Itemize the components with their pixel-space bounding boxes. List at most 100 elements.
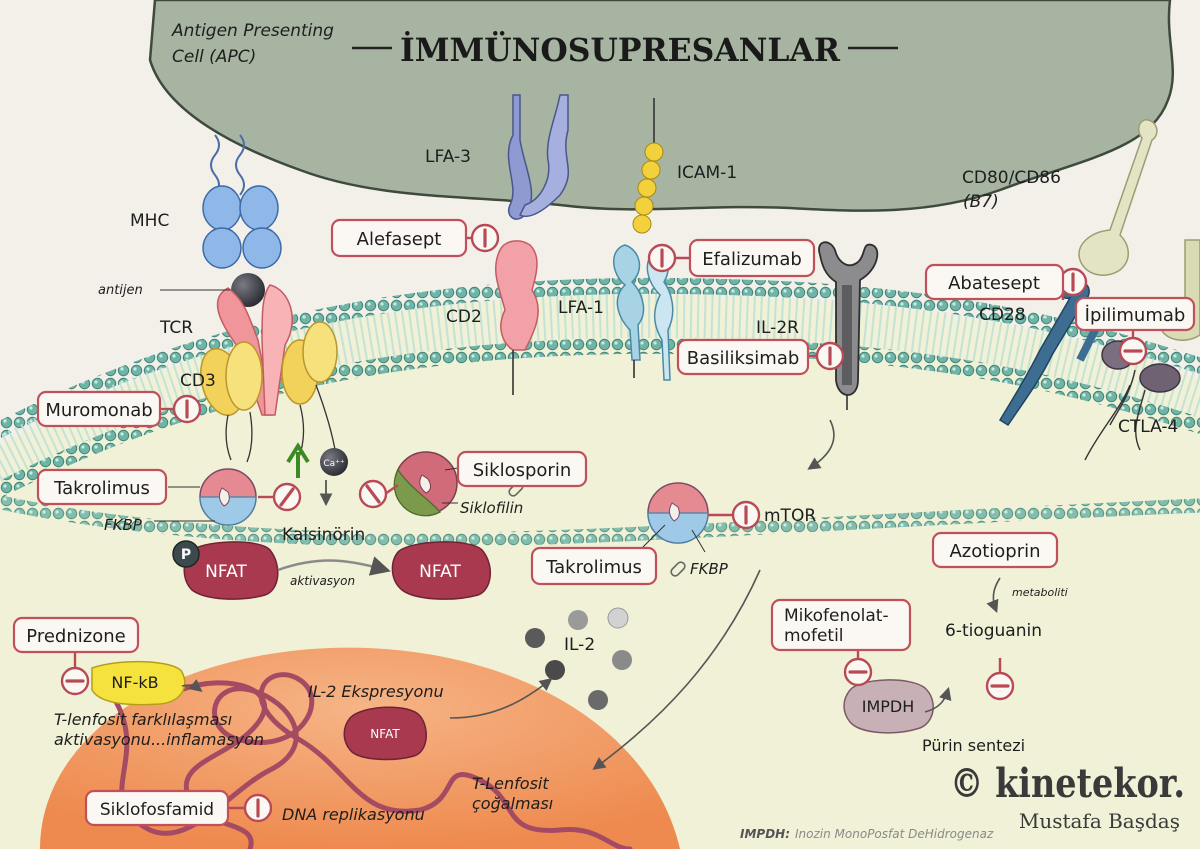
drug-ipilimumab: İpilimumab — [1085, 305, 1186, 326]
inhibitor-icon-ipilimumab — [1118, 336, 1148, 366]
inhibitor-icon-tioguanin — [985, 671, 1015, 701]
nfkb-arrow — [181, 679, 203, 692]
calcium-label: Ca⁺⁺ — [323, 459, 345, 469]
drug-takrolimus-2: Takrolimus — [545, 557, 642, 578]
drug-box-azotioprin — [931, 531, 1059, 569]
drug-box-prednizone — [12, 616, 140, 654]
phosphate-ball — [172, 540, 200, 568]
label-metaboliti: metaboliti — [1012, 586, 1068, 599]
siklosporin-complex — [393, 451, 458, 517]
label-purin: Pürin sentezi — [922, 736, 1025, 755]
label-tcell-diff-line2: aktivasyonu...inflamasyon — [54, 730, 264, 749]
lfa3-molecule — [507, 94, 570, 220]
footnote-text: Inozin MonoPosfat DeHidrogenaz — [795, 827, 994, 841]
nfat-active — [391, 541, 491, 600]
impdh-blob — [843, 679, 934, 734]
label-kalsinorin: Kalsinörin — [282, 525, 365, 545]
drug-takrolimus: Takrolimus — [53, 478, 150, 499]
brand-logo: © kinetekor. — [950, 760, 1185, 807]
label-tcell-prolif-line2: çoğalması — [472, 794, 553, 813]
cd2-molecule — [494, 240, 539, 395]
brand-author: Mustafa Başdaş — [1019, 809, 1180, 833]
nfat-nucleus-label: NFAT — [370, 727, 400, 741]
apc-label-line1: Antigen Presenting — [171, 21, 334, 41]
inhibitor-icon-efalizumab — [647, 243, 677, 273]
drug-box-siklosporin — [456, 450, 588, 488]
lfa1-molecule — [613, 244, 674, 381]
drug-box-abatesept — [924, 263, 1065, 301]
drug-box-muromonab — [36, 390, 162, 428]
il2r-receptor — [818, 241, 879, 410]
drug-box-efalizumab — [688, 238, 816, 278]
label-siklofilin: Siklofilin — [460, 499, 523, 517]
inhibitor-icon-prednizone — [60, 666, 90, 696]
inhibitor-icon-siklosporin — [358, 479, 388, 509]
label-tcr: TCR — [159, 318, 193, 338]
leader-siklosporin — [444, 467, 459, 471]
drug-siklosporin: Siklosporin — [473, 460, 572, 481]
footnote: IMPDH: Inozin MonoPosfat DeHidrogenaz — [740, 827, 994, 841]
label-mtor: mTOR — [764, 506, 816, 526]
label-cd80: CD80/CD86 — [962, 168, 1061, 188]
icam1-molecule — [632, 98, 664, 234]
takrolimus-fkbp-complex — [199, 468, 257, 526]
drug-box-takrolimus — [36, 468, 168, 506]
apc-cell — [148, 0, 1174, 212]
drug-muromonab: Muromonab — [45, 400, 152, 421]
drug-box-takrolimus-2 — [530, 546, 658, 586]
drug-box-siklofosfamid — [84, 789, 230, 827]
il2r-to-mtor-arrow — [807, 419, 835, 470]
activation-green-arrow — [286, 442, 310, 478]
label-il2r: IL-2R — [756, 318, 799, 338]
apc-label-line2: Cell (APC) — [172, 47, 256, 67]
inhibitor-icon-mtor — [731, 500, 761, 530]
label-tcell-diff-line1: T-lenfosit farklılaşması — [54, 710, 232, 729]
drug-azotioprin: Azotioprin — [949, 541, 1040, 562]
inhibitor-icon-alefasept — [470, 223, 500, 253]
calcium-ion — [320, 448, 348, 476]
drug-prednizone: Prednizone — [26, 626, 125, 647]
label-cd3: CD3 — [180, 371, 216, 391]
inhibitor-icon-muromonab — [172, 394, 202, 424]
label-antigen: antijen — [98, 283, 143, 298]
label-fkbp-2: FKBP — [690, 560, 729, 578]
nfat-label-2: NFAT — [419, 562, 461, 582]
label-tioguanin: 6-tioguanin — [945, 621, 1042, 641]
label-dna-replication: DNA replikasyonu — [282, 805, 425, 824]
label-icam1: ICAM-1 — [677, 163, 737, 183]
label-tcell-prolif-line1: T-Lenfosit — [472, 774, 549, 793]
impdh-label: IMPDH — [862, 697, 915, 716]
membrane-lower-beads — [0, 495, 1200, 548]
nfat-nucleus — [343, 706, 427, 761]
label-ctla4: CTLA-4 — [1118, 417, 1178, 437]
mhc-complex — [202, 134, 282, 269]
nfat-label-1: NFAT — [205, 562, 247, 582]
inhibitor-icon-mikofenolat — [843, 657, 873, 687]
takrolimus-fkbp-complex-2 — [647, 482, 709, 544]
drug-mikofenolat-line2: mofetil — [784, 626, 844, 646]
inhibitor-icon-siklofosfamid — [243, 793, 273, 823]
drug-basiliksimab: Basiliksimab — [687, 348, 800, 369]
drug-box-mikofenolat — [770, 598, 912, 652]
nfkb-blob — [91, 660, 186, 706]
inhibitor-icon-takrolimus — [272, 482, 302, 512]
metaboliti-arrow — [986, 577, 1001, 613]
il2-expression-arrow — [449, 678, 553, 719]
page-title: İMMÜNOSUPRESANLAR — [400, 30, 840, 69]
footnote-key: IMPDH: — [740, 827, 790, 841]
inhibitor-icon-basiliksimab — [815, 341, 845, 371]
label-il2: IL-2 — [564, 635, 595, 655]
label-cd28: CD28 — [979, 305, 1026, 325]
drug-mikofenolat-line1: Mikofenolat- — [784, 606, 889, 626]
label-cd2: CD2 — [446, 307, 482, 327]
il2-molecules — [525, 607, 632, 710]
mtor-to-proliferation-arrow — [592, 569, 761, 770]
impdh-arrow — [924, 686, 952, 713]
drug-box-ipilimumab — [1074, 296, 1196, 332]
drug-alefasept: Alefasept — [357, 229, 442, 250]
leader-fkbp2 — [691, 529, 706, 553]
nfkb-label: NF-kB — [111, 673, 158, 692]
drug-efalizumab: Efalizumab — [702, 249, 802, 270]
nfat-phosphorylated — [183, 541, 279, 600]
